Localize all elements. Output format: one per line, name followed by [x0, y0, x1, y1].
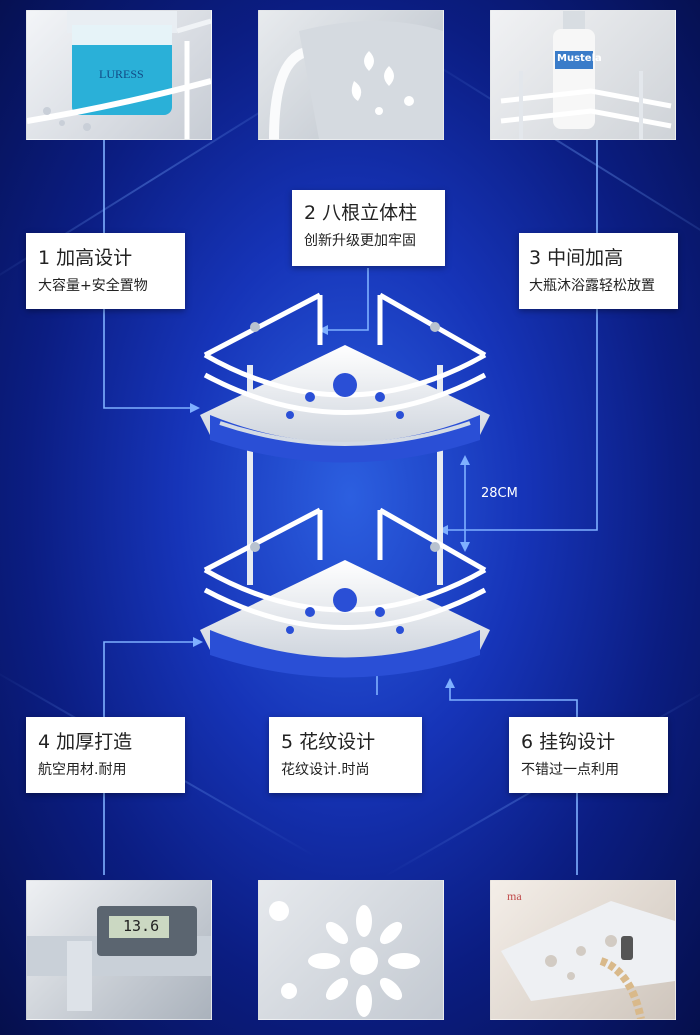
feature-subtitle: 大容量+安全置物 [38, 278, 148, 294]
photo-eight-pillars [258, 10, 444, 140]
feature-title: 2 八根立体柱 [304, 202, 418, 224]
caliper-reading: 13.6 [123, 917, 160, 935]
feature-subtitle: 不错过一点利用 [521, 762, 619, 778]
feature-title: 3 中间加高 [529, 247, 624, 269]
photo-raised-design: LURESS [26, 10, 212, 140]
height-dimension-label: 28CM [481, 486, 518, 501]
caliper-image [27, 906, 211, 1011]
photo-hook-design: ma [490, 880, 676, 1020]
feature-card-raised: 1 加高设计 大容量+安全置物 [26, 233, 185, 309]
bottle-on-rack-image [500, 11, 672, 139]
feature-subtitle: 航空用材.耐用 [38, 762, 127, 778]
feature-card-thick: 4 加厚打造 航空用材.耐用 [26, 717, 185, 793]
bottle-label-text: Mustela [557, 53, 602, 64]
feature-title: 1 加高设计 [38, 247, 133, 269]
flower-pattern-closeup-image [269, 901, 420, 1017]
pillar-closeup-image [269, 21, 443, 139]
feature-subtitle: 大瓶沐浴露轻松放置 [529, 278, 655, 294]
feature-title: 6 挂钩设计 [521, 731, 616, 753]
jar-on-rack-image [27, 11, 211, 139]
feature-card-pillars: 2 八根立体柱 创新升级更加牢固 [292, 190, 445, 266]
bag-text: ma [507, 889, 522, 903]
feature-card-pattern: 5 花纹设计 花纹设计.时尚 [269, 717, 422, 793]
jar-label-text: LURESS [99, 67, 144, 81]
hook-closeup-image [501, 901, 675, 1019]
feature-title: 5 花纹设计 [281, 731, 376, 753]
feature-card-hook: 6 挂钩设计 不错过一点利用 [509, 717, 668, 793]
feature-card-middle: 3 中间加高 大瓶沐浴露轻松放置 [519, 233, 678, 309]
feature-title: 4 加厚打造 [38, 731, 133, 753]
photo-thickness-caliper: 13.6 [26, 880, 212, 1020]
feature-subtitle: 花纹设计.时尚 [281, 762, 370, 778]
feature-subtitle: 创新升级更加牢固 [304, 233, 416, 249]
photo-flower-pattern [258, 880, 444, 1020]
corner-shelf-product-image [200, 292, 490, 678]
photo-middle-raised: Mustela [490, 10, 676, 140]
